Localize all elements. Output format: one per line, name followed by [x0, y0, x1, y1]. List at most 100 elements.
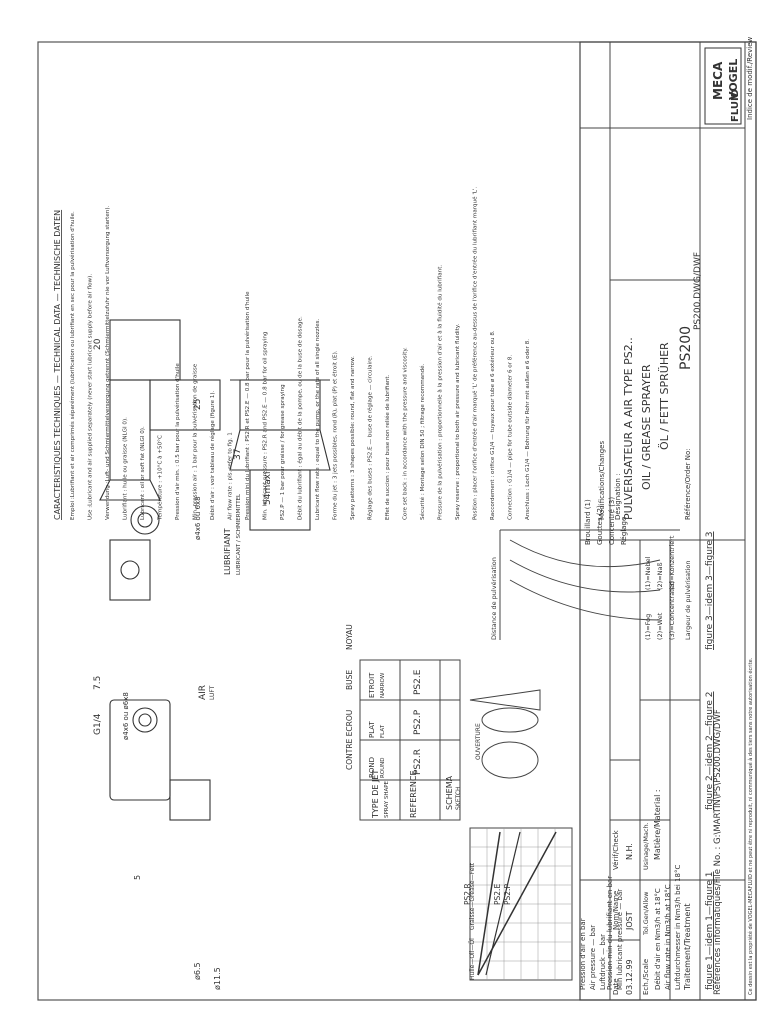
technical-line: Débit d'air : voir tableau de réglage (f… — [209, 390, 216, 520]
fig3-note: (3)=Concentrated — [668, 581, 676, 640]
dim-tube-b: ø4x6 ou 6x8 — [194, 496, 202, 540]
table-schema: SCHEMA — [445, 775, 454, 810]
logo: VOGEL MECA FLUID — [704, 47, 742, 125]
modifications-label: Modifications/Changes — [598, 441, 606, 520]
dim-7-5: 7.5 — [93, 676, 103, 690]
dim-25: 25 — [193, 399, 203, 410]
technical-heading: CARACTERISTIQUES TECHNIQUES — TECHNICAL … — [53, 210, 62, 520]
figure-1-grid — [470, 828, 572, 980]
label-lub-sub: LUBRICANT / SCHMIERMITTEL — [236, 493, 242, 575]
technical-line: Lubrifiant : huile ou graisse (NLGI 0). — [123, 417, 129, 520]
fig3-note: (2)=Wet — [656, 612, 664, 640]
table-sub-plat: FLAT — [380, 724, 386, 738]
ref-order-label: Référence/Order No: — [684, 448, 692, 520]
fig3-legend-item: Concentré (3) — [608, 497, 616, 545]
technical-line: Température : +10°C à +50°C — [157, 435, 164, 521]
technical-line: Min. pression air : 1 bar pour la pulvér… — [192, 363, 199, 520]
fig1-ylabel2: Air flow rate in Nm3/h at 18°C — [664, 884, 672, 990]
drawing-file: PS200.DWG/DWF — [693, 252, 703, 330]
technical-line: Position : placer l'orifice d'entrée d'a… — [472, 186, 479, 520]
matter-label: Matière/Material : — [652, 789, 662, 860]
technical-line: Connection : G1/4 — pipe for tube outsid… — [508, 355, 514, 520]
technical-line: Core set back : in accordance with the p… — [403, 347, 409, 520]
dimension-labels: G1/4 7.5 25 20 37 54maxi ø4x6 ou ø6x8 ø4… — [93, 338, 482, 990]
technical-line: Pression mini du lubrifiant : PS2.R et P… — [244, 291, 251, 520]
fig1-series-e: PS2.E — [493, 884, 502, 905]
designation-line3: ÖL / FETT SPRÜHER — [658, 342, 671, 450]
technical-line: Pression d'air min. : 0.5 bar pour la pu… — [174, 363, 181, 520]
table-header-type: TYPE DE JET — [371, 770, 380, 819]
fig1-ylabel3: Luftdurchmesser in Nm3/h bei 18°C — [674, 865, 682, 990]
fig3-notes: (1)=Fog (2)=Wet (3)=Concentrated (1)=Nebel (… — [644, 535, 676, 640]
fig3-note: (2)=Naß — [656, 562, 664, 590]
fig1-ylabel4: Pression d'air en bar — [579, 918, 587, 990]
date-label: Date — [612, 978, 620, 995]
technical-line: Anschluss : Loch G1/4 — Bohrung für Rohr… — [525, 339, 531, 520]
technical-line: Lubricant flow rate : equal to the pump,… — [315, 318, 321, 520]
technical-line: Sécurité : Montage selon DIN 50 ; filtra… — [419, 363, 426, 520]
dim-d6-5: ø6.5 — [193, 962, 202, 980]
fig1-series-p: PS2.P — [503, 884, 512, 905]
name-value: JOST — [625, 911, 634, 931]
table-sub-type: SPRAY SHAPE — [384, 780, 390, 818]
table-ref-e: PS2.E — [413, 669, 423, 695]
technical-line: Lubricant : oil or soft fat (NLGI 0). — [140, 426, 146, 520]
logo-fluid: FLUID — [730, 89, 741, 122]
fig3-legend-item: Réglage — [620, 517, 628, 545]
fig3-legend-item: Gouttes (2) — [596, 505, 604, 545]
sprayer-drawing — [99, 319, 331, 821]
fig1-curve-oil — [477, 831, 557, 976]
fig3-ylabel: Largeur de pulvérisation — [684, 560, 692, 640]
technical-line: Raccordement : orifice G1/4 — tuyaux pou… — [489, 330, 496, 520]
technical-line: Effet de succion : pour buse non reliée … — [384, 374, 391, 520]
fig3-note: (1)=Nebel — [644, 556, 652, 590]
table-ref-p: PS2.P — [413, 709, 423, 735]
check-value: N.H. — [625, 843, 634, 860]
designation-label: Désignation : — [614, 474, 622, 520]
technical-line: PS2.P — 1 bar pour graisse / for grease … — [280, 384, 286, 520]
copyright-note: Ce dessin est la propriété de VOGEL-MECA… — [747, 657, 754, 995]
table-header-etroit: ETROIT — [368, 672, 376, 698]
dim-37: 37 — [233, 449, 243, 460]
fig3-legend: Brouillard (1) Gouttes (2) Concentré (3) Ré… — [584, 497, 628, 545]
fig3-xlabel: Distance de pulvérisation — [490, 557, 498, 640]
title-block: VOGEL MECA FLUID Indice de modif./Review… — [579, 36, 757, 1001]
technical-line: Forme du jet : 3 jets possibles, rond (R… — [332, 350, 339, 520]
fig1-xlabel: Pression min du lubrifiant en bar — [606, 876, 614, 990]
table-sub-rond: ROUND — [380, 757, 386, 778]
technical-data: CARACTERISTIQUES TECHNIQUES — TECHNICAL … — [53, 186, 531, 521]
fig3-legend-item: Brouillard (1) — [584, 499, 592, 545]
usinage-label: Usinage/Mach. — [642, 822, 650, 870]
table-ref-label: REFERENCE — [409, 770, 418, 818]
technical-line: Use :Lubricant and air supplied separate… — [88, 274, 94, 520]
revision-label: Indice de modif./Review — [746, 36, 754, 120]
dim-d11-5: ø11.5 — [213, 967, 222, 990]
technical-lines: Emploi :Lubrifiant et air comprimés sépa… — [69, 186, 531, 521]
dim-thread: G1/4 — [93, 713, 103, 735]
table-ref-r: PS2.R — [413, 749, 423, 775]
fig1-caption: figure 1—idem 1—figure 1 — [705, 871, 715, 990]
fig1-xlabel2: Min lubricant pressure — bar — [616, 889, 624, 990]
label-ouverture: OUVERTURE — [475, 723, 482, 760]
dim-54maxi: 54maxi — [263, 471, 273, 505]
figure-1: Graisse—Grease—Fett Huile—Oil—Öl PS2.E P… — [463, 827, 715, 990]
logo-vogel: VOGEL — [727, 59, 740, 100]
technical-line: Pressure de la pulvérisation : proportio… — [437, 265, 444, 520]
date-value: 03.12.99 — [625, 959, 634, 995]
table-header-plat: PLAT — [368, 720, 376, 738]
fig1-ylabel5: Air pressure — bar — [589, 925, 597, 990]
logo-meca: MECA — [711, 61, 725, 100]
technical-line: Débit du lubrifiant : égal au débit de l… — [297, 316, 304, 520]
dim-20: 20 — [93, 338, 103, 350]
fig3-note: (1)=Fog — [644, 614, 652, 640]
fig2-caption: figure 2—idem 2—figure 2 — [705, 691, 715, 810]
label-air: AIR — [198, 685, 208, 700]
fig1-curve-grease-label: Graisse—Grease—Fett — [469, 862, 476, 930]
label-contre-ecrou: CONTRE ECROU — [345, 710, 354, 770]
figure-2: figure 2—idem 2—figure 2 — [469, 689, 715, 810]
fig1-ylabel: Débit d'air en Nm3/h at 18°C — [654, 888, 662, 990]
fig1-curve-grease — [477, 831, 501, 976]
technical-line: Réglage des buses : PS2.E — buse de régl… — [367, 355, 374, 520]
dim-5: 5 — [133, 875, 142, 880]
fig1-curve-oil-label: Huile—Oil—Öl — [469, 938, 476, 980]
